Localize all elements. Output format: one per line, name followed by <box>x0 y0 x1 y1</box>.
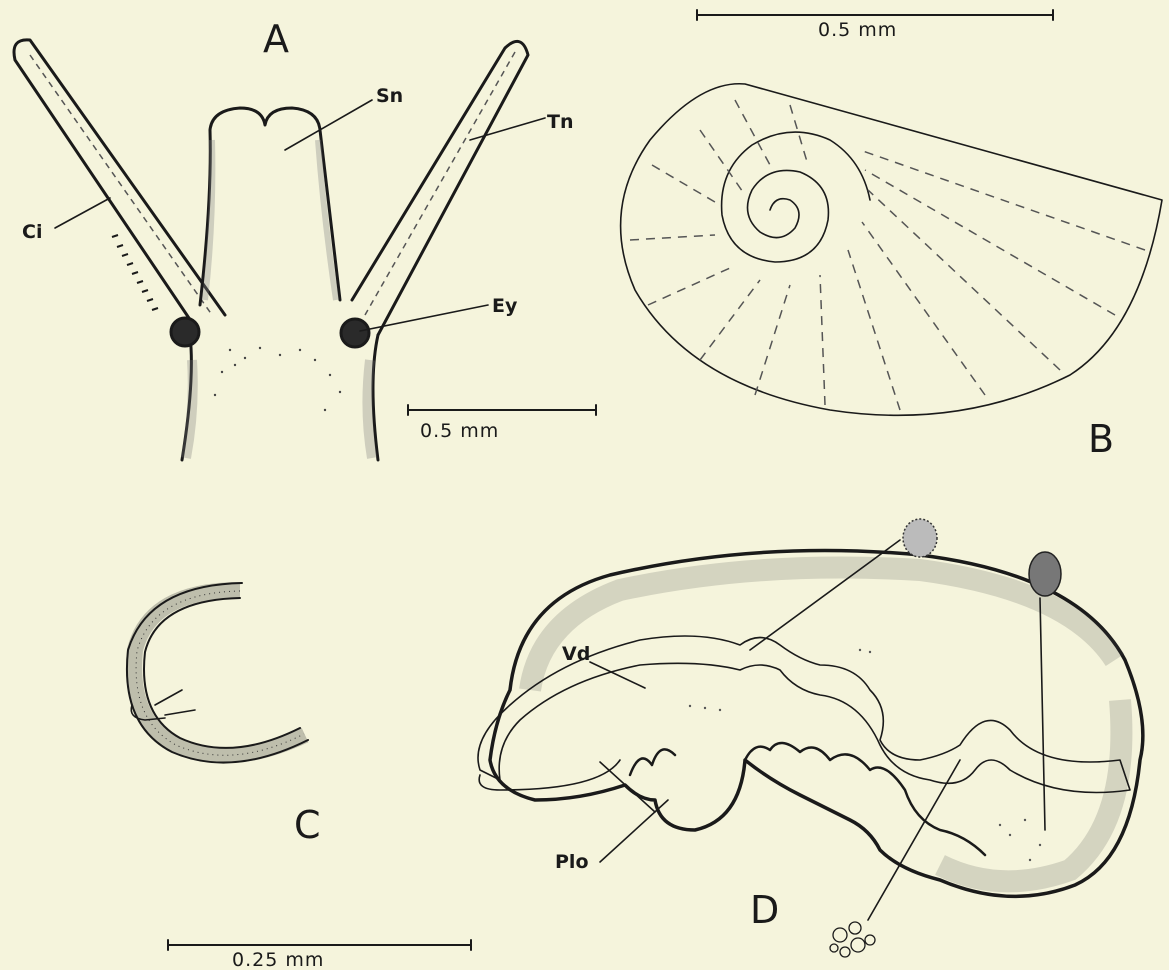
panel-a-letter: A <box>263 17 289 61</box>
label-ci: Ci <box>22 221 42 243</box>
panel-c-letter: C <box>294 803 321 847</box>
label-tn: Tn <box>547 111 574 133</box>
scale-bar-a: 0.5 mm <box>408 405 596 442</box>
small-cells <box>830 922 875 957</box>
scale-bar-b: 0.5 mm <box>697 10 1053 41</box>
label-plo: Plo <box>555 851 589 873</box>
cilia-marks <box>112 235 158 310</box>
egg-oval <box>1029 552 1061 596</box>
right-eye <box>341 319 369 347</box>
left-eye <box>171 318 199 346</box>
panel-b-letter: B <box>1088 417 1114 461</box>
granule-cluster <box>903 519 937 557</box>
panel-a-head-drawing <box>14 40 528 460</box>
panel-d-letter: D <box>750 888 779 932</box>
scale-bar-b-label: 0.5 mm <box>818 19 897 41</box>
label-sn: Sn <box>376 85 403 107</box>
scale-bar-c-label: 0.25 mm <box>232 949 324 970</box>
scale-bar-a-label: 0.5 mm <box>420 420 499 442</box>
label-vd: Vd <box>562 643 590 665</box>
scale-bar-c: 0.25 mm <box>168 940 471 970</box>
panel-c-curved-structure <box>127 583 308 763</box>
label-ey: Ey <box>492 295 518 317</box>
panel-b-shell-drawing <box>621 84 1162 416</box>
